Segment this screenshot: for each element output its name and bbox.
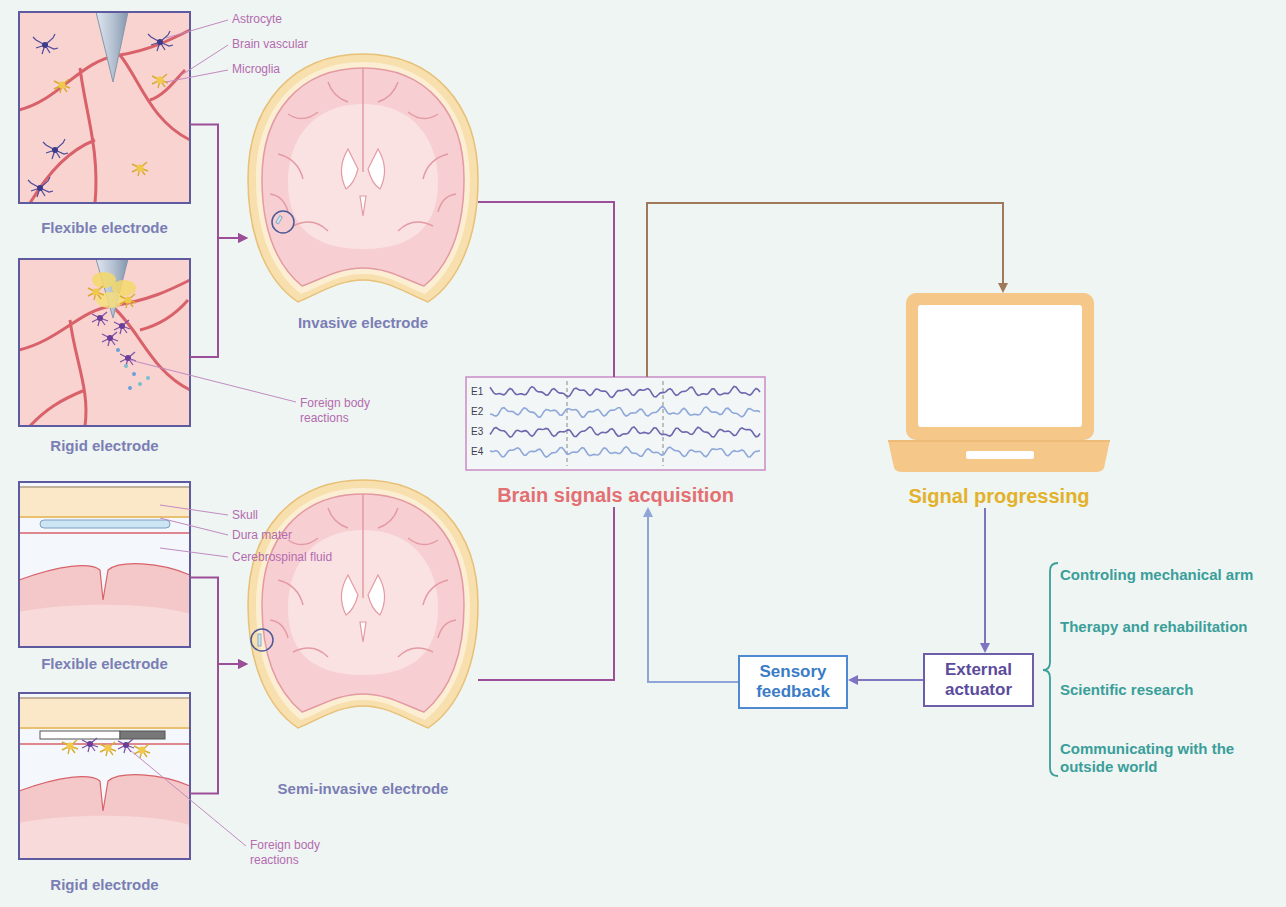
connector [190,233,248,357]
brain-section: Invasive electrode [248,54,478,332]
rigid-electrode-illustration [19,693,190,859]
electrode-panel: Rigid electrode [19,259,190,455]
application-label: Scientific research [1060,681,1193,699]
connector-line [647,203,1003,377]
arrow-head [848,675,858,685]
callout-label: Skull [232,508,258,523]
signal-acquisition: E1E2E3E4Brain signals acquisition [466,377,765,507]
electrode-panel: Rigid electrode [19,693,190,894]
signal-trace [490,387,760,398]
arrow-head [238,659,248,669]
callout-label: Cerebrospinal fluid [232,550,332,565]
connector-line [190,664,240,794]
connector [848,675,923,685]
brain-cross-section [248,480,478,728]
connector [190,125,248,244]
box-label: Sensory feedback [746,662,840,702]
callout-label: Brain vascular [232,37,308,52]
caption: Signal progressing [908,484,1089,508]
brain-cross-section [248,54,478,302]
application-label: Controling mechanical arm [1060,566,1253,584]
connector [643,507,738,682]
caption: Rigid electrode [50,876,158,894]
connector [190,578,248,670]
connector [647,203,1008,377]
connector-line [478,507,614,680]
flexible-electrode-illustration [19,482,190,647]
arrow-head [238,233,248,243]
signal-trace [490,447,760,457]
leader-lines [130,20,296,846]
application-label: Communicating with the outside world [1060,740,1260,776]
arrow-head [238,233,248,243]
connector [190,659,248,794]
arrow-head [998,283,1008,293]
arrow-head [643,507,653,517]
electrode-panel: Flexible electrode [19,482,190,673]
computer: Signal progressing [880,293,1118,508]
caption: Invasive electrode [298,314,428,332]
channel-label: E2 [471,406,483,418]
connector [478,202,614,377]
connector-line [984,508,986,645]
signal-window [466,377,765,470]
connector-line [648,515,738,682]
channel-label: E1 [471,386,483,398]
laptop-illustration [888,293,1110,472]
channel-label: E4 [471,446,483,458]
feedback-box: Sensory feedback [738,655,848,709]
electrode-panel: Flexible electrode [19,12,190,237]
signal-trace [490,407,760,418]
connector [980,508,990,653]
callout-label: Foreign body reactions [250,838,332,868]
caption: Brain signals acquisition [497,483,734,507]
connector-line [478,202,614,377]
connector [478,507,614,680]
application-label: Therapy and rehabilitation [1060,618,1248,636]
callout-label: Astrocyte [232,12,282,27]
callout-label: Foreign body reactions [300,396,382,426]
callout-label: Dura mater [232,528,292,543]
caption: Flexible electrode [41,219,168,237]
box-label: External actuator [931,660,1026,700]
brain-section: Semi-invasive electrode [248,480,478,798]
arrow-head [238,659,248,669]
callout-label: Microglia [232,62,280,77]
rigid-electrode-illustration [19,259,190,426]
caption: Rigid electrode [50,437,158,455]
brace [1043,563,1058,776]
flexible-electrode-illustration [19,12,190,203]
caption: Flexible electrode [41,655,168,673]
caption: Semi-invasive electrode [278,780,449,798]
actuator-box: External actuator [923,653,1034,707]
signal-trace [490,427,760,437]
channel-label: E3 [471,426,483,438]
arrow-head [980,643,990,653]
connector-line [190,578,240,665]
connector-line [856,679,923,681]
connector-line [190,125,240,239]
connector-line [190,238,240,357]
